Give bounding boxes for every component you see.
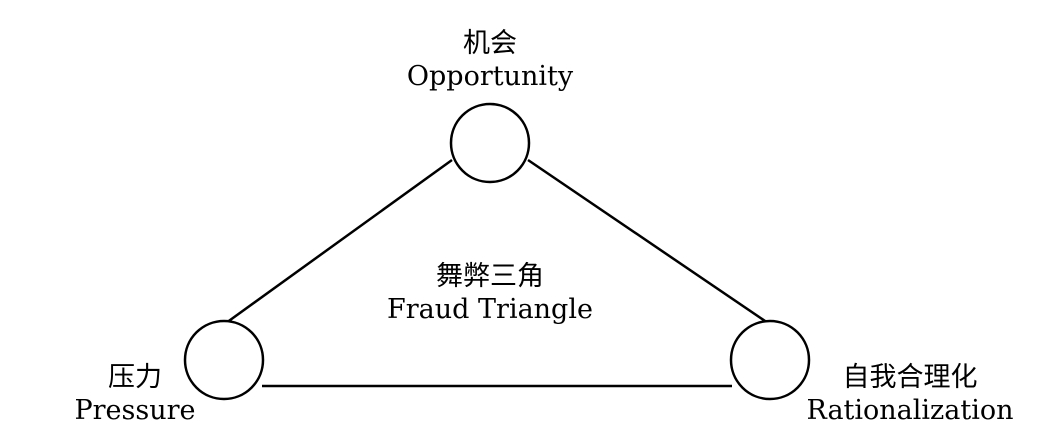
node-label-en: Pressure: [74, 395, 196, 426]
node-circle-pressure: [183, 319, 265, 401]
node-label-zh: 自我合理化: [842, 362, 978, 393]
node-label-rationalization: 自我合理化 Rationalization: [770, 364, 1050, 424]
node-circle-opportunity: [449, 102, 531, 184]
node-label-en: Opportunity: [406, 61, 574, 92]
center-label: 舞弊三角 Fraud Triangle: [340, 263, 640, 323]
edge-opportunity-rationalization: [527, 158, 769, 325]
node-label-en: Rationalization: [806, 395, 1014, 426]
node-label-opportunity: 机会 Opportunity: [345, 30, 635, 90]
edge-opportunity-pressure: [225, 158, 453, 325]
node-label-zh: 机会: [463, 28, 517, 59]
center-label-zh: 舞弊三角: [436, 261, 544, 292]
node-label-pressure: 压力 Pressure: [40, 364, 230, 424]
center-label-en: Fraud Triangle: [387, 294, 593, 325]
node-label-zh: 压力: [108, 362, 162, 393]
node-circle-rationalization: [729, 319, 811, 401]
